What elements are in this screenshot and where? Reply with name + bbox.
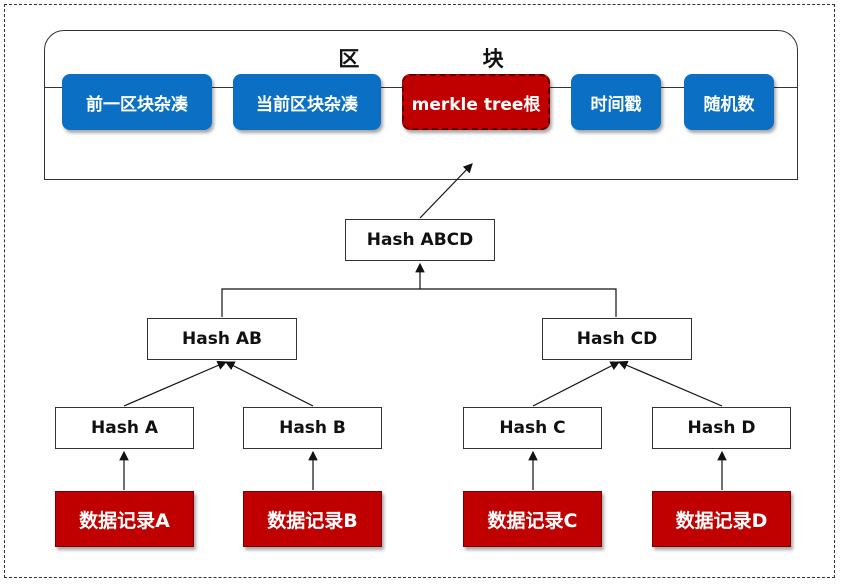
block-title: 区 块 — [338, 47, 562, 71]
field-merkle-root: merkle tree根 — [402, 74, 550, 130]
field-nonce: 随机数 — [684, 74, 774, 130]
record-a: 数据记录A — [55, 491, 194, 547]
node-hash-cd: Hash CD — [542, 318, 692, 360]
node-hash-ab: Hash AB — [147, 318, 297, 360]
field-current-block-hash: 当前区块杂凑 — [233, 74, 381, 130]
arrow-c-to-cd — [532, 361, 621, 407]
record-b: 数据记录B — [243, 491, 382, 547]
field-timestamp: 时间戳 — [571, 74, 661, 130]
node-hash-c: Hash C — [463, 407, 602, 449]
outer-dashed-frame — [4, 4, 835, 578]
arrow-b-to-ab — [224, 361, 314, 407]
node-hash-d: Hash D — [652, 407, 791, 449]
field-prev-block-hash: 前一区块杂凑 — [62, 74, 212, 130]
node-hash-b: Hash B — [243, 407, 382, 449]
node-hash-abcd: Hash ABCD — [345, 219, 495, 261]
record-d: 数据记录D — [652, 491, 791, 547]
record-c: 数据记录C — [463, 491, 602, 547]
arrow-a-to-ab — [123, 360, 228, 407]
node-hash-a: Hash A — [55, 407, 194, 449]
arrow-root-to-merkle — [419, 163, 473, 219]
connector-level1-to-root — [221, 288, 617, 317]
arrow-d-to-cd — [617, 360, 723, 407]
